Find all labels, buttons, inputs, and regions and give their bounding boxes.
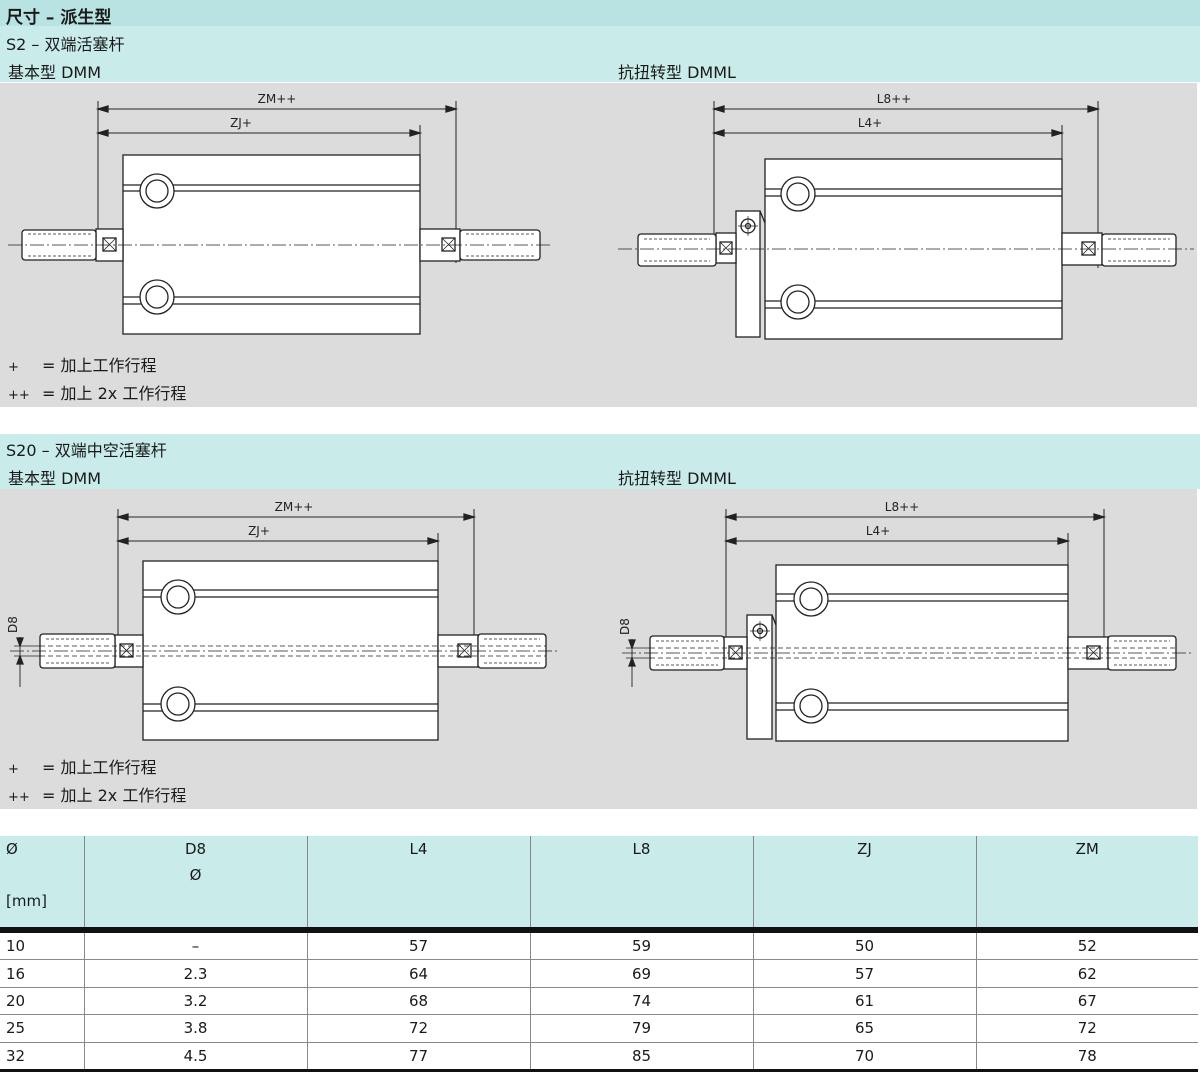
col-header-zm: ZM (975, 836, 1198, 933)
table-cell: 59 (529, 930, 753, 961)
s20-note1-symbol: + (8, 762, 19, 777)
table-cell: 70 (752, 1042, 976, 1072)
s20-note1-text: = 加上工作行程 (42, 758, 157, 777)
table-row: 20 3.2 68 74 61 67 (0, 987, 1198, 1016)
s2-dim-l8: L8++ (877, 92, 911, 106)
dimensions-table: Ø [mm] D8 Ø L4 L8 ZJ ZM 10 – 57 59 50 52… (0, 836, 1198, 1072)
page-title: 尺寸 – 派生型 (6, 8, 112, 28)
table-cell: 72 (306, 1014, 530, 1043)
table-cell: 3.8 (83, 1014, 307, 1043)
col-header-l4: L4 (306, 836, 530, 933)
table-cell: 64 (306, 959, 530, 988)
table-cell: 10 (0, 930, 84, 961)
table-row: 10 – 57 59 50 52 (0, 930, 1198, 961)
s20-note2-text: = 加上 2x 工作行程 (42, 786, 187, 805)
col-header-d8: D8 Ø (83, 836, 307, 933)
s20-section-title: S20 – 双端中空活塞杆 (6, 441, 167, 460)
table-row: 16 2.3 64 69 57 62 (0, 959, 1198, 988)
col-header-zj: ZJ (752, 836, 976, 933)
table-cell: 62 (975, 959, 1198, 988)
col-header-d8-label: D8 (184, 840, 207, 858)
col-header-bore-symbol: Ø (6, 840, 18, 858)
s2-note1-text: = 加上工作行程 (42, 356, 157, 375)
table-cell: – (83, 930, 307, 961)
table-cell: 77 (306, 1042, 530, 1072)
s2-section-title: S2 – 双端活塞杆 (6, 35, 125, 54)
s2-dmm-drawing: ZM++ ZJ+ (8, 92, 550, 335)
col-header-bore-unit: [mm] (6, 892, 47, 910)
s20-dim-zm: ZM++ (275, 500, 314, 514)
s2-note2-text: = 加上 2x 工作行程 (42, 384, 187, 403)
table-cell: 32 (0, 1042, 84, 1072)
table-cell: 79 (529, 1014, 753, 1043)
col-header-zj-label: ZJ (857, 840, 872, 858)
table-cell: 52 (975, 930, 1198, 961)
table-cell: 67 (975, 987, 1198, 1016)
s2-dim-l4: L4+ (858, 116, 882, 130)
s20-dim-d8: D8 (6, 616, 20, 633)
s20-right-label: 抗扭转型 DMML (618, 469, 736, 488)
table-row: 32 4.5 77 85 70 78 (0, 1042, 1198, 1072)
s2-right-label: 抗扭转型 DMML (618, 63, 736, 82)
col-header-d8-symbol: Ø (189, 866, 202, 884)
table-row: 25 3.8 72 79 65 72 (0, 1014, 1198, 1043)
table-cell: 3.2 (83, 987, 307, 1016)
col-header-zm-label: ZM (1075, 840, 1099, 858)
table-cell: 72 (975, 1014, 1198, 1043)
s2-dmml-drawing: L8++ L4+ (618, 92, 1194, 340)
table-cell: 68 (306, 987, 530, 1016)
table-cell: 74 (529, 987, 753, 1016)
s2-note-single-stroke: + = 加上工作行程 (8, 352, 157, 376)
s2-note1-symbol: + (8, 360, 19, 375)
s20-dmml-drawing: L8++ L4+ D8 (618, 500, 1192, 742)
s20-header-band (0, 434, 1200, 489)
table-cell: 4.5 (83, 1042, 307, 1072)
s20-note-double-stroke: ++ = 加上 2x 工作行程 (8, 782, 186, 806)
s20-dim-l8: L8++ (885, 500, 919, 514)
s20-dim-l4: L4+ (866, 524, 890, 538)
table-cell: 65 (752, 1014, 976, 1043)
col-header-l8: L8 (529, 836, 753, 933)
table-cell: 20 (0, 987, 84, 1016)
table-cell: 2.3 (83, 959, 307, 988)
table-header-row: Ø [mm] D8 Ø L4 L8 ZJ ZM (0, 836, 1198, 933)
s2-dim-zm: ZM++ (258, 92, 297, 106)
table-cell: 25 (0, 1014, 84, 1043)
table-cell: 57 (752, 959, 976, 988)
table-cell: 16 (0, 959, 84, 988)
col-header-bore: Ø [mm] (0, 836, 84, 933)
s2-left-label: 基本型 DMM (8, 63, 102, 82)
s2-note-double-stroke: ++ = 加上 2x 工作行程 (8, 380, 186, 404)
table-cell: 61 (752, 987, 976, 1016)
table-cell: 57 (306, 930, 530, 961)
s20-dim-zj: ZJ+ (248, 524, 270, 538)
s2-dim-zj: ZJ+ (230, 116, 252, 130)
s20-note2-symbol: ++ (8, 790, 30, 805)
col-header-l8-label: L8 (632, 840, 651, 858)
s20-note-single-stroke: + = 加上工作行程 (8, 754, 157, 778)
table-cell: 78 (975, 1042, 1198, 1072)
s20-left-label: 基本型 DMM (8, 469, 102, 488)
table-cell: 69 (529, 959, 753, 988)
table-cell: 50 (752, 930, 976, 961)
col-header-l4-label: L4 (409, 840, 428, 858)
s20-dmm-drawing: ZM++ ZJ+ D8 (6, 500, 560, 741)
header-title-strip (0, 0, 1200, 26)
s2-note2-symbol: ++ (8, 388, 30, 403)
s20-dmml-dim-d8: D8 (618, 618, 632, 635)
table-cell: 85 (529, 1042, 753, 1072)
